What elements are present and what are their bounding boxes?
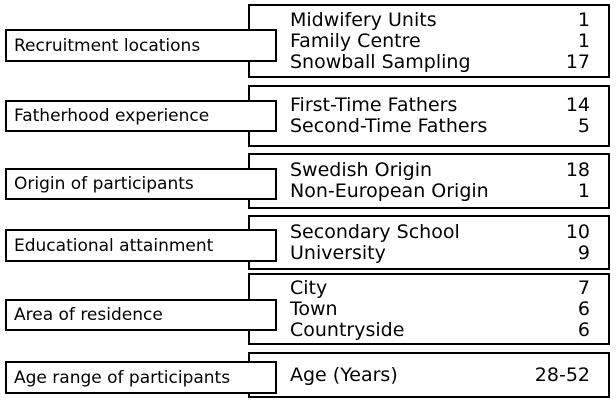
- item-label: Snowball Sampling: [290, 50, 471, 73]
- label-box-area-of-residence: Area of residence: [5, 299, 277, 331]
- category-label: Age range of participants: [14, 367, 231, 388]
- item-count: 10: [565, 220, 590, 243]
- values-box-recruitment-locations: Midwifery Units 1 Family Centre 1 Snowba…: [248, 4, 610, 78]
- item-label: City: [290, 276, 328, 299]
- item-row: Countryside 6: [290, 318, 590, 341]
- values-box-fatherhood-experience: First-Time Fathers 14 Second-Time Father…: [248, 85, 610, 147]
- item-count: 14: [565, 94, 590, 116]
- values-box-age-range: Age (Years) 28-52: [248, 352, 610, 398]
- item-label: Swedish Origin: [290, 159, 433, 181]
- label-box-educational-attainment: Educational attainment: [5, 229, 277, 262]
- item-count: 28-52: [534, 363, 590, 386]
- item-label: Non-European Origin: [290, 180, 489, 202]
- item-count: 1: [577, 180, 590, 202]
- item-label: Family Centre: [290, 29, 421, 52]
- category-label: Fatherhood experience: [14, 106, 210, 126]
- label-box-age-range: Age range of participants: [5, 361, 277, 394]
- item-row: Age (Years) 28-52: [290, 363, 590, 386]
- values-box-origin-of-participants: Swedish Origin 18 Non-European Origin 1: [248, 153, 610, 209]
- item-row: Family Centre 1: [290, 29, 590, 52]
- label-box-recruitment-locations: Recruitment locations: [5, 29, 277, 62]
- item-row: Second-Time Fathers 5: [290, 116, 590, 137]
- values-box-educational-attainment: Secondary School 10 University 9: [248, 215, 610, 270]
- item-label: Countryside: [290, 318, 405, 341]
- item-label: Age (Years): [290, 363, 398, 386]
- item-count: 1: [577, 8, 590, 31]
- item-label: Second-Time Fathers: [290, 115, 488, 137]
- item-row: Non-European Origin 1: [290, 181, 590, 202]
- item-label: Secondary School: [290, 220, 460, 243]
- item-count: 5: [577, 115, 590, 137]
- item-row: Secondary School 10: [290, 220, 590, 243]
- item-row: Snowball Sampling 17: [290, 50, 590, 73]
- item-count: 6: [577, 297, 590, 320]
- item-count: 18: [565, 159, 590, 181]
- item-label: First-Time Fathers: [290, 94, 458, 116]
- label-box-fatherhood-experience: Fatherhood experience: [5, 100, 277, 132]
- values-box-area-of-residence: City 7 Town 6 Countryside 6: [248, 273, 610, 345]
- item-row: Swedish Origin 18: [290, 160, 590, 181]
- item-label: Midwifery Units: [290, 8, 437, 31]
- item-count: 9: [577, 241, 590, 264]
- item-row: Midwifery Units 1: [290, 8, 590, 31]
- category-label: Origin of participants: [14, 174, 194, 194]
- category-label: Area of residence: [14, 305, 163, 325]
- item-row: First-Time Fathers 14: [290, 95, 590, 116]
- item-count: 6: [577, 318, 590, 341]
- item-row: Town 6: [290, 297, 590, 320]
- item-row: City 7: [290, 276, 590, 299]
- label-box-origin-of-participants: Origin of participants: [5, 168, 277, 200]
- category-label: Recruitment locations: [14, 35, 201, 56]
- item-label: University: [290, 241, 386, 264]
- item-count: 17: [565, 50, 590, 73]
- category-label: Educational attainment: [14, 235, 214, 256]
- item-label: Town: [290, 297, 338, 320]
- item-count: 1: [577, 29, 590, 52]
- item-row: University 9: [290, 241, 590, 264]
- item-count: 7: [577, 276, 590, 299]
